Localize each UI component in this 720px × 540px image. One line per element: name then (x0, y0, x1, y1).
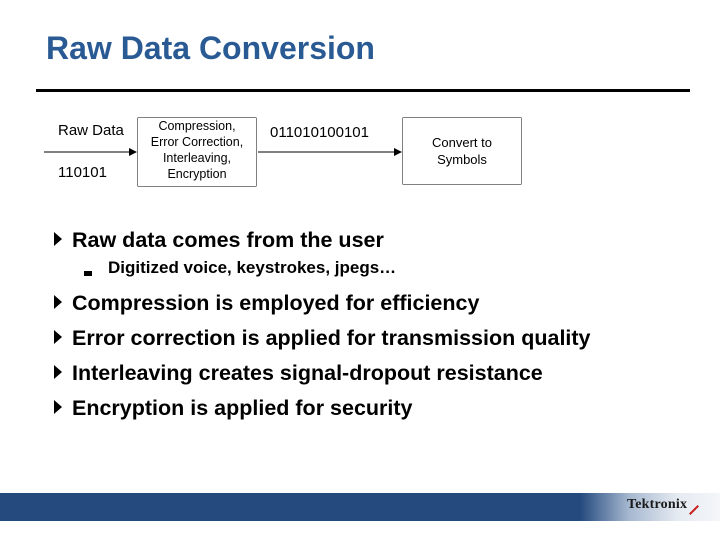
bullet-text: Error correction is applied for transmis… (72, 326, 591, 350)
bullet-item: Raw data comes from the user (54, 226, 694, 261)
tektronix-logo: Tektronix (627, 497, 688, 512)
bullet-triangle-icon (54, 232, 62, 246)
process-line: Encryption (167, 167, 227, 181)
bullet-list: Raw data comes from the user Digitized v… (54, 226, 694, 429)
raw-data-label: Raw Data (58, 122, 124, 139)
sub-bullet-text: Digitized voice, keystrokes, jpegs… (108, 258, 397, 277)
title-rule (36, 89, 690, 92)
process-line: Interleaving, (162, 151, 232, 165)
bullet-triangle-icon (54, 330, 62, 344)
bullet-item: Error correction is applied for transmis… (54, 324, 694, 359)
bullet-item: Encryption is applied for security (54, 394, 694, 429)
bullet-item: Interleaving creates signal-dropout resi… (54, 359, 694, 394)
process-box: Compression, Error Correction, Interleav… (138, 118, 256, 186)
symbol-line: Convert to (432, 135, 492, 150)
slide-title: Raw Data Conversion (46, 30, 375, 66)
diagram-arrows (44, 117, 522, 187)
coded-data-bits: 011010100101 (270, 124, 369, 141)
sub-bullet-dash-icon (84, 271, 92, 276)
sub-bullet-item: Digitized voice, keystrokes, jpegs… (54, 256, 694, 289)
conversion-diagram: Raw Data 110101 Compression, Error Corre… (0, 0, 720, 200)
bullet-text: Raw data comes from the user (72, 228, 384, 252)
process-line: Compression, (158, 119, 236, 133)
bullet-triangle-icon (54, 365, 62, 379)
bullet-item: Compression is employed for efficiency (54, 289, 694, 324)
symbol-box: Convert to Symbols (403, 118, 521, 184)
bullet-text: Encryption is applied for security (72, 396, 413, 420)
bullet-text: Interleaving creates signal-dropout resi… (72, 361, 543, 385)
process-line: Error Correction, (150, 135, 244, 149)
symbol-line: Symbols (437, 152, 487, 167)
bullet-triangle-icon (54, 400, 62, 414)
bullet-triangle-icon (54, 295, 62, 309)
raw-data-bits: 110101 (58, 164, 107, 181)
bullet-text: Compression is employed for efficiency (72, 291, 480, 315)
